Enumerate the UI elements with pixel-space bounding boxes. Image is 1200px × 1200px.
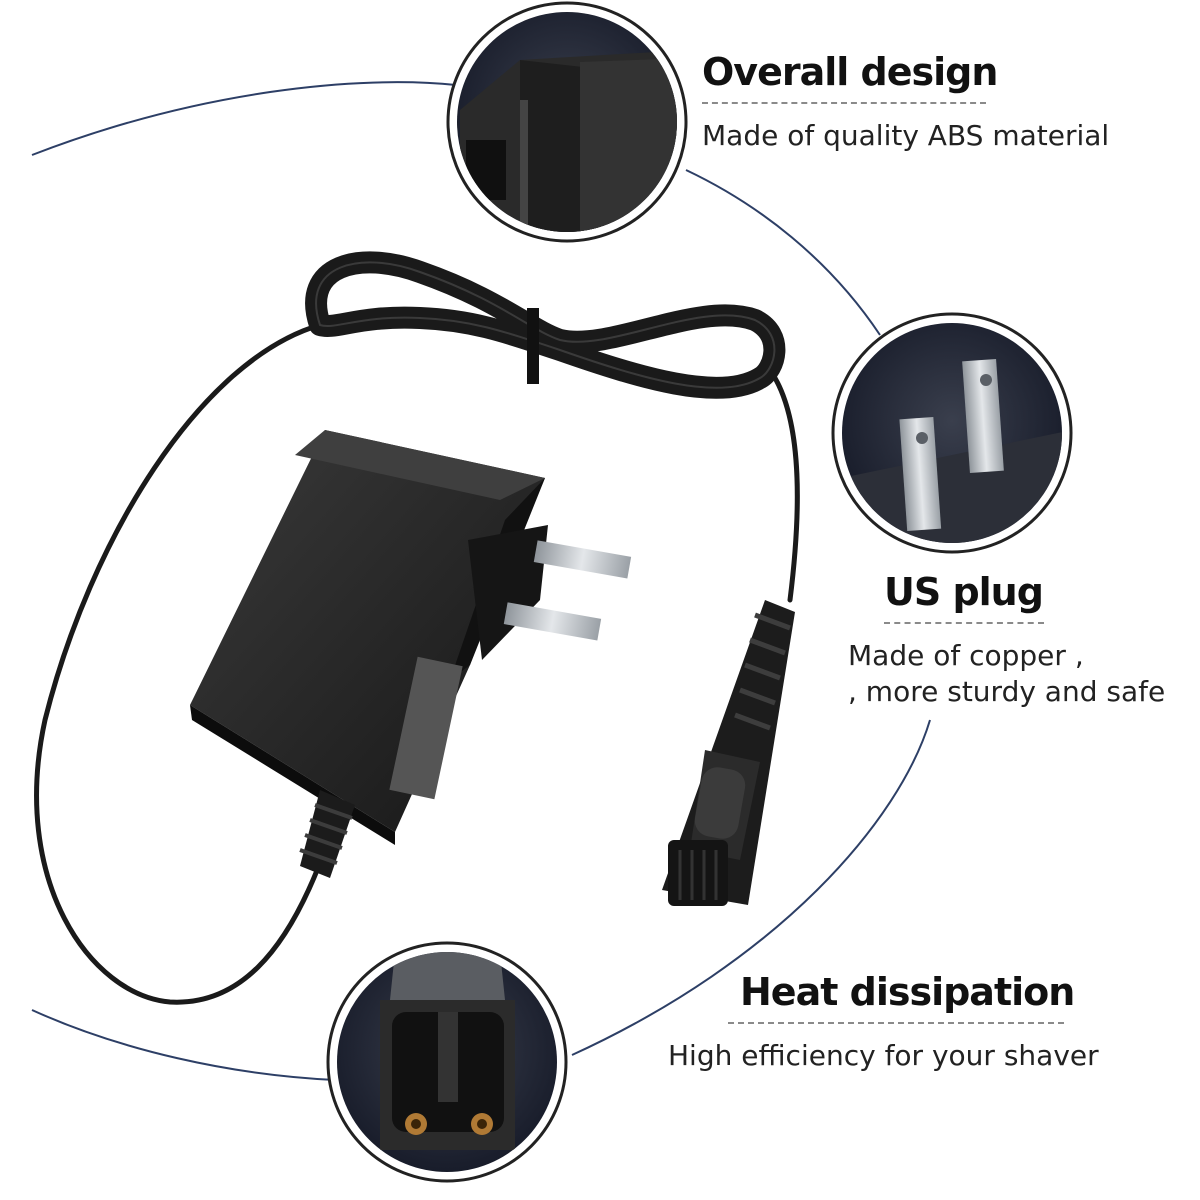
us-plug-prongs-icon <box>831 312 1073 554</box>
plug-prong-bottom <box>503 602 602 641</box>
power-cable <box>34 322 800 1005</box>
feature-us-plug: US plug Made of copper , , more sturdy a… <box>848 570 1166 711</box>
feature-heat-dissipation: Heat dissipation High efficiency for you… <box>668 970 1099 1074</box>
plug-prong-top <box>533 540 632 579</box>
feature-description-line1: Made of copper , <box>848 638 1084 672</box>
cable-loop <box>305 251 786 399</box>
feature-description-line2: , more sturdy and safe <box>848 675 1166 709</box>
dashed-divider <box>728 1021 1064 1024</box>
feature-title: Overall design <box>702 50 998 94</box>
feature-title: Heat dissipation <box>740 970 1075 1014</box>
spec-label <box>389 656 463 800</box>
feature-title: US plug <box>884 570 1044 614</box>
adapter-casing-icon <box>446 1 688 243</box>
dashed-divider <box>884 621 1044 624</box>
shaver-plug <box>662 600 795 906</box>
feature-description: High efficiency for your shaver <box>668 1038 1099 1072</box>
dashed-divider <box>702 101 986 104</box>
shaver-connector-icon <box>326 941 568 1183</box>
connecting-arc <box>31 81 931 1081</box>
feature-description: Made of quality ABS material <box>702 118 1110 152</box>
strain-relief <box>299 790 355 878</box>
power-adapter <box>190 430 632 878</box>
feature-overall-design: Overall design Made of quality ABS mater… <box>702 50 1110 154</box>
